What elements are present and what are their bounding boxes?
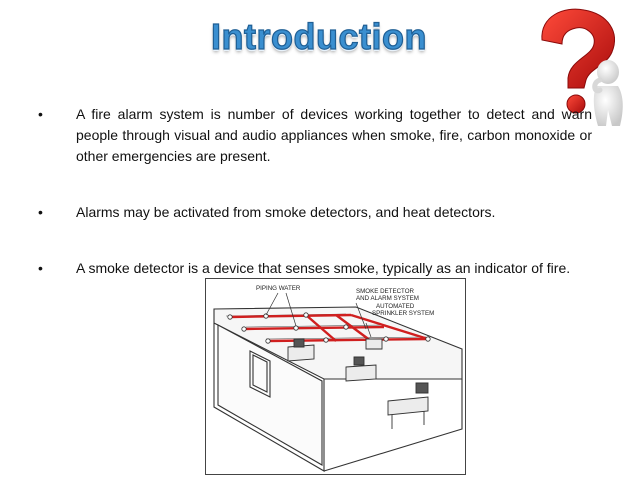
bullet-item: • A smoke detector is a device that sens… <box>36 258 592 279</box>
label-alarm-system: AND ALARM SYSTEM <box>356 295 419 302</box>
slide-title: Introduction <box>210 15 427 57</box>
bullet-text: A smoke detector is a device that senses… <box>76 260 571 276</box>
fire-alarm-diagram: PIPING WATER SMOKE DETECTOR AND ALARM SY… <box>205 278 466 475</box>
bullet-marker: • <box>38 106 43 122</box>
bullet-marker: • <box>38 204 43 220</box>
label-smoke-detector: SMOKE DETECTOR <box>356 288 415 295</box>
question-mark-person-icon <box>541 8 623 126</box>
bullet-text: Alarms may be activated from smoke detec… <box>76 204 496 220</box>
label-automated: AUTOMATED <box>376 303 415 310</box>
slide-title-wrap: Introduction <box>0 15 638 58</box>
bullet-item: • A fire alarm system is number of devic… <box>36 104 592 167</box>
label-sprinkler-system: SPRINKLER SYSTEM <box>372 310 434 317</box>
label-piping-water: PIPING WATER <box>256 285 301 292</box>
bullet-text: A fire alarm system is number of devices… <box>76 106 592 164</box>
bullet-marker: • <box>38 260 43 276</box>
building-illustration: PIPING WATER SMOKE DETECTOR AND ALARM SY… <box>213 285 463 472</box>
bullet-item: • Alarms may be activated from smoke det… <box>36 202 592 223</box>
